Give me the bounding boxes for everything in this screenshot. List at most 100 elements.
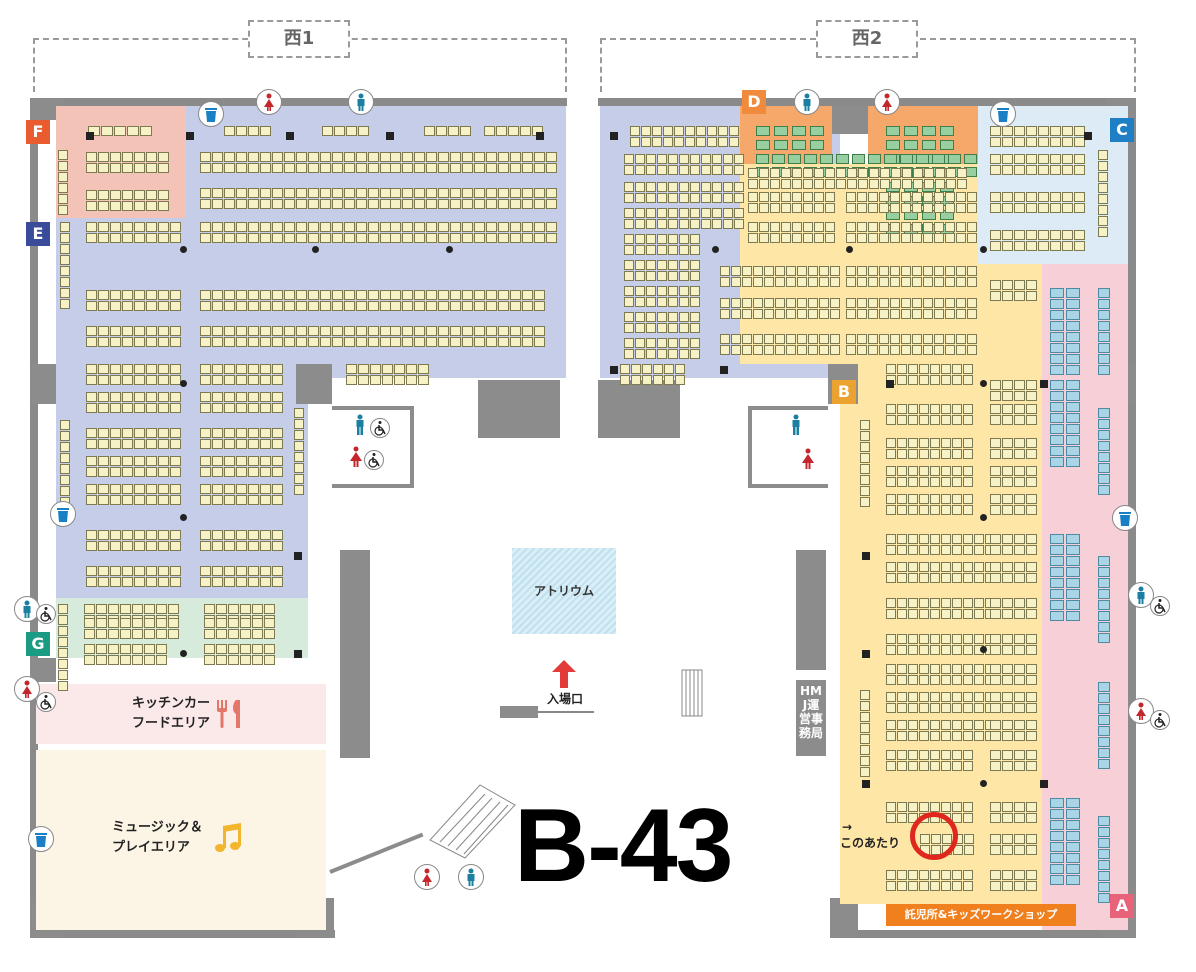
booth [990, 192, 1001, 202]
booth [224, 188, 235, 198]
booth [1026, 834, 1037, 844]
booth [712, 182, 722, 192]
booth [908, 802, 918, 812]
booth [879, 345, 889, 355]
booth [886, 664, 896, 674]
booth [426, 326, 437, 336]
booth [414, 290, 425, 300]
booth [952, 573, 962, 583]
booth-block-g6 [204, 644, 275, 665]
booth [1026, 466, 1037, 476]
booth [122, 326, 133, 336]
booth [797, 266, 807, 276]
booth [1098, 183, 1108, 193]
booth [886, 573, 896, 583]
booth [967, 192, 977, 202]
booth [212, 163, 223, 173]
booth [344, 290, 355, 300]
booth [240, 644, 251, 654]
booth [108, 629, 119, 639]
booth [224, 577, 235, 587]
booth [248, 577, 259, 587]
booth [923, 309, 933, 319]
booth [1066, 424, 1080, 434]
booth [922, 140, 936, 150]
booth [908, 675, 918, 685]
booth [418, 375, 429, 385]
booth [930, 494, 940, 504]
booth [930, 534, 940, 544]
booth [1014, 761, 1025, 771]
restroom-women-icon [256, 89, 282, 115]
music-play-area [36, 750, 326, 930]
booth [886, 477, 896, 487]
booth [857, 266, 867, 276]
booth [860, 745, 870, 755]
booth [1050, 230, 1061, 240]
booth [224, 364, 235, 374]
booth [792, 179, 802, 189]
booth [1002, 534, 1013, 544]
booth [1098, 759, 1110, 769]
booth [967, 233, 977, 243]
booth [990, 449, 1001, 459]
booth [332, 326, 343, 336]
booth [498, 199, 509, 209]
booth [110, 439, 121, 449]
booth [498, 290, 509, 300]
booth [742, 277, 752, 287]
booth [764, 266, 774, 276]
booth [668, 154, 678, 164]
booth [945, 222, 955, 232]
booth [901, 309, 911, 319]
booth [170, 566, 181, 576]
booth [1098, 430, 1110, 440]
booth [86, 403, 97, 413]
booth [897, 609, 907, 619]
booth-block-y-r12 [886, 692, 995, 713]
booth [486, 199, 497, 209]
booth [901, 233, 911, 243]
booth [786, 309, 796, 319]
booth [1098, 600, 1110, 610]
booth-block-w1-r2a [200, 188, 391, 209]
booth [819, 334, 829, 344]
booth [200, 566, 211, 576]
booth [1098, 227, 1108, 237]
booth [122, 233, 133, 243]
booth [1050, 365, 1064, 375]
booth [635, 260, 645, 270]
booth [1098, 343, 1110, 353]
booth [252, 604, 263, 614]
booth [886, 675, 896, 685]
booth [272, 188, 283, 198]
booth [122, 530, 133, 540]
booth [1098, 838, 1110, 848]
booth [402, 290, 413, 300]
booth [58, 615, 68, 625]
booth [720, 277, 730, 287]
booth [941, 703, 951, 713]
booth [1014, 720, 1025, 730]
booth [1050, 354, 1064, 364]
booth [98, 222, 109, 232]
booth [890, 277, 900, 287]
booth-block-f1 [88, 126, 152, 136]
booth [284, 152, 295, 162]
booth [904, 210, 918, 220]
booth [919, 750, 929, 760]
booth [886, 731, 896, 741]
booth [930, 675, 940, 685]
booth [922, 126, 936, 136]
booth [941, 438, 951, 448]
booth [1050, 165, 1061, 175]
booth [1026, 192, 1037, 202]
booth [941, 415, 951, 425]
booth [1002, 505, 1013, 515]
booth [668, 193, 678, 203]
booth [486, 163, 497, 173]
booth [846, 233, 856, 243]
booth [1026, 731, 1037, 741]
booth [224, 326, 235, 336]
booth [847, 179, 857, 189]
